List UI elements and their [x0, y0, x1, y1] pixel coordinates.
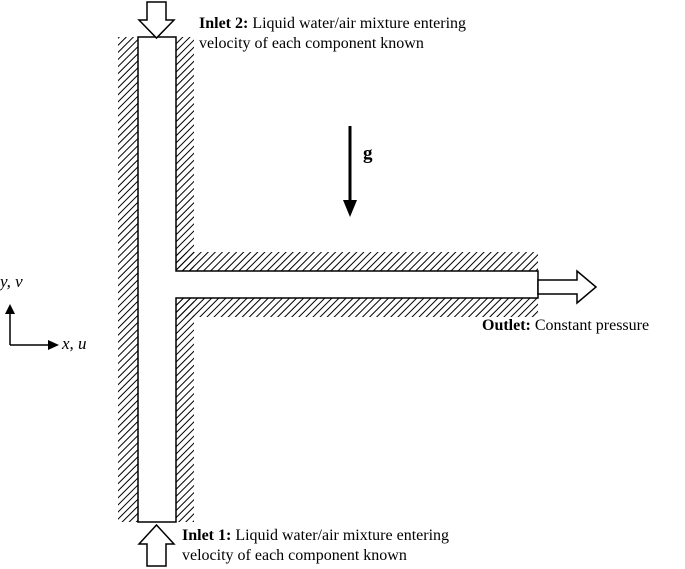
inlet1-label: Inlet 1: Liquid water/air mixture enteri…: [182, 526, 449, 566]
gravity-arrow: [343, 126, 357, 217]
outlet-label: Outlet: Constant pressure: [482, 316, 649, 336]
upper-right-wall: [176, 37, 194, 271]
channel: [137, 36, 539, 523]
inlet1-arrow: [137, 523, 176, 567]
pipe-walls: [118, 37, 538, 522]
channel-outline: [137, 36, 539, 523]
inlet2-arrow: [137, 1, 176, 40]
x-axis-label: x, u: [62, 334, 87, 353]
inlet1-line1: Liquid water/air mixture entering: [235, 527, 450, 544]
lower-right-wall: [176, 298, 194, 522]
y-axis-label: y, v: [0, 272, 23, 291]
gravity-label: g: [363, 143, 373, 164]
left-wall: [118, 37, 138, 522]
inlet1-line2: velocity of each component known: [182, 547, 407, 564]
outlet-arrow: [537, 269, 598, 305]
inlet2-line2: velocity of each component known: [199, 35, 424, 52]
inlet2-line1: Liquid water/air mixture entering: [252, 15, 467, 32]
bottom-branch-wall: [176, 298, 538, 317]
outlet-title: Outlet:: [482, 317, 531, 334]
inlet2-label: Inlet 2: Liquid water/air mixture enteri…: [199, 14, 466, 54]
inlet2-title: Inlet 2:: [199, 15, 249, 32]
top-branch-wall: [176, 252, 538, 271]
inlet1-title: Inlet 1:: [182, 527, 232, 544]
outlet-text: Constant pressure: [534, 317, 650, 334]
coordinate-axes: [5, 304, 59, 350]
